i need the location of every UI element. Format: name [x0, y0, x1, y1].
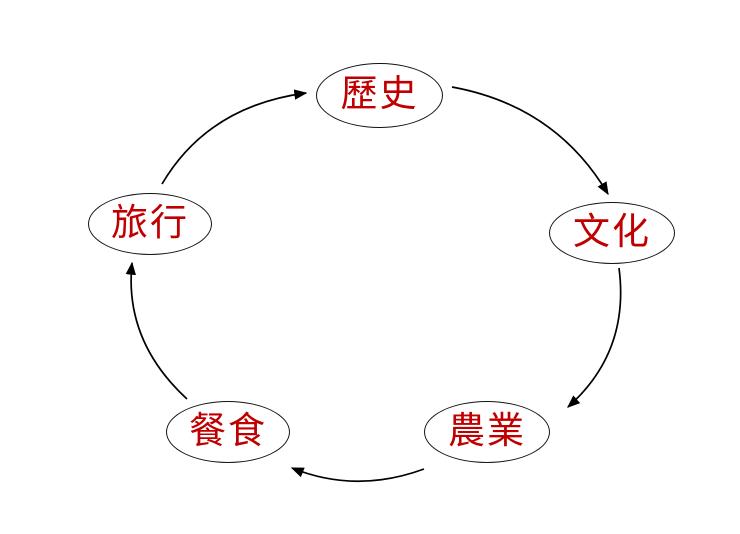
arrow-dining-to-travel: [125, 261, 188, 400]
node-history: 歷史: [316, 63, 443, 128]
node-agriculture-label: 農業: [448, 410, 526, 452]
node-dining: 餐食: [166, 401, 290, 463]
node-dining-label: 餐食: [189, 410, 267, 452]
node-travel: 旅行: [88, 193, 212, 255]
node-travel-label: 旅行: [111, 202, 189, 244]
node-culture: 文化: [549, 202, 675, 264]
node-agriculture: 農業: [424, 401, 550, 463]
node-history-label: 歷史: [340, 74, 419, 115]
arrow-history-to-culture: [451, 86, 609, 196]
arrow-travel-to-history: [161, 89, 308, 185]
arrow-agriculture-to-dining: [290, 467, 425, 483]
node-culture-label: 文化: [573, 211, 651, 253]
arrow-culture-to-agriculture: [567, 267, 622, 408]
